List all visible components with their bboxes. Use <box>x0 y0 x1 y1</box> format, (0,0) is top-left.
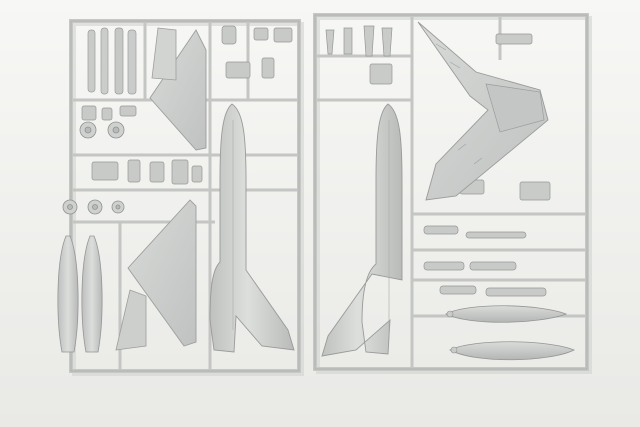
right-sprue <box>313 13 592 374</box>
left-sprue-fuselage-half <box>209 103 295 353</box>
right-sprue-drop-tanks <box>445 305 575 361</box>
left-sprue-small-parts <box>81 25 293 185</box>
left-sprue-wing-upper <box>149 29 207 151</box>
right-sprue-rods <box>423 225 547 297</box>
right-sprue-fuselage-half <box>321 103 403 357</box>
left-sprue-drop-tanks <box>57 235 103 353</box>
right-sprue-main-wing <box>417 21 549 201</box>
left-sprue-rods <box>87 27 137 95</box>
left-sprue-wing-lower <box>127 199 197 347</box>
left-sprue <box>57 19 304 376</box>
left-sprue-wheels <box>62 121 125 215</box>
right-sprue-small-parts <box>325 25 551 201</box>
